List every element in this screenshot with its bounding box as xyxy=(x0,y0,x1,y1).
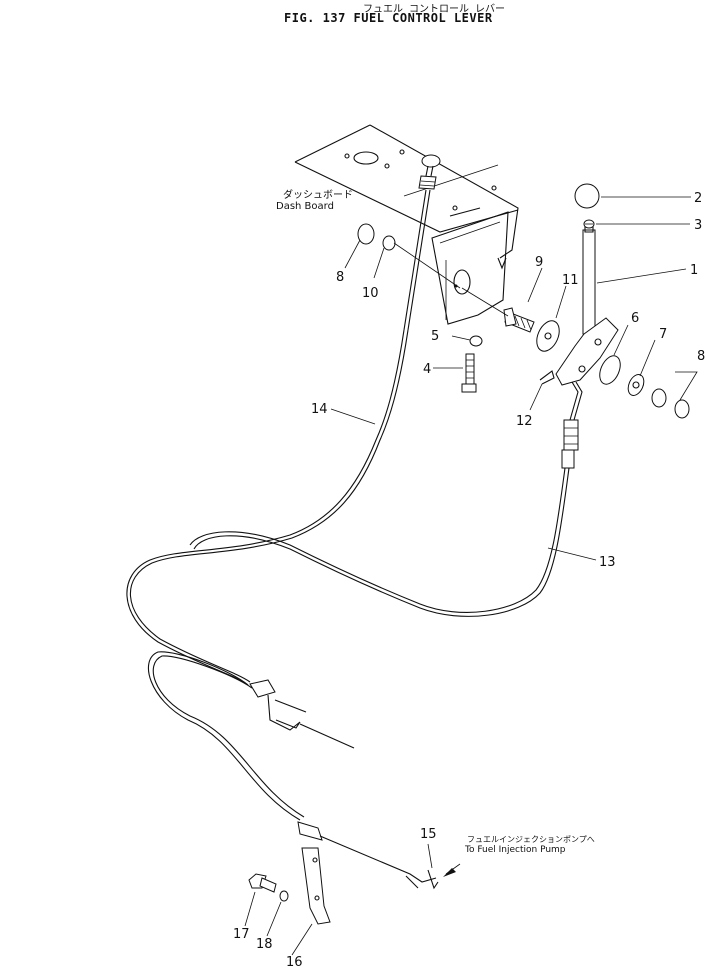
washer-10 xyxy=(382,235,396,251)
part-number-10: 10 xyxy=(362,286,379,301)
part-number-1: 1 xyxy=(690,263,698,278)
cable-14 xyxy=(126,189,431,686)
bolt-17 xyxy=(248,873,277,893)
cable-13 xyxy=(189,467,570,617)
pump-label-jp: フュエルインジェクションポンプへ xyxy=(467,835,595,844)
pivot-leader xyxy=(393,242,461,289)
part-number-4: 4 xyxy=(423,362,431,377)
part-number-11: 11 xyxy=(562,273,579,288)
cotter-pin xyxy=(539,370,555,385)
part-number-17: 17 xyxy=(233,927,250,942)
nut-8-bracket xyxy=(675,371,698,401)
part-number-13: 13 xyxy=(599,555,616,570)
lever-bracket xyxy=(431,211,509,325)
washer-7-hole xyxy=(632,381,640,389)
nut-8-left xyxy=(357,223,375,245)
friction-disc-11 xyxy=(536,320,560,352)
part-number-16: 16 xyxy=(286,955,303,968)
part-number-2: 2 xyxy=(694,191,702,206)
pump-label: To Fuel Injection Pump xyxy=(464,845,566,855)
leader-lines xyxy=(244,196,691,956)
cable-13-end xyxy=(561,381,583,469)
cable-to-pump xyxy=(148,651,305,821)
part-number-8-right: 8 xyxy=(697,349,705,364)
lever-nut xyxy=(583,219,595,229)
dash-board-label-jp: ダッシュボード xyxy=(283,188,353,201)
dash-board-label: Dash Board xyxy=(276,201,334,212)
nut-8-right xyxy=(651,388,690,419)
bolt-leader xyxy=(461,287,509,317)
friction-disc-6 xyxy=(599,355,621,385)
figure-title: FIG. 137 FUEL CONTROL LEVER xyxy=(284,11,493,25)
part-number-5: 5 xyxy=(431,329,439,344)
washer-7 xyxy=(627,374,645,396)
pump-bracket xyxy=(301,847,331,925)
part-number-14: 14 xyxy=(311,402,328,417)
washer-18 xyxy=(279,890,289,902)
part-number-3: 3 xyxy=(694,218,702,233)
lever-knob xyxy=(574,183,600,209)
throttle-knob xyxy=(418,154,441,190)
bolt-4 xyxy=(461,353,477,393)
pump-cable-end xyxy=(297,821,437,889)
lever-assembly xyxy=(555,224,619,386)
cable-clamp xyxy=(249,679,355,749)
part-number-7: 7 xyxy=(659,327,667,342)
part-number-8-left: 8 xyxy=(336,270,344,285)
part-number-15: 15 xyxy=(420,827,437,842)
friction-disc-11-hole xyxy=(544,332,552,340)
nut-5 xyxy=(469,335,483,347)
bolt-9 xyxy=(503,307,535,333)
part-number-6: 6 xyxy=(631,311,639,326)
part-number-12: 12 xyxy=(516,414,533,429)
part-number-9: 9 xyxy=(535,255,543,270)
part-number-18: 18 xyxy=(256,937,273,952)
title-japanese: フュエル コントロール レバー xyxy=(363,3,505,15)
pump-connection-pin xyxy=(427,869,439,890)
pump-arrow-head xyxy=(443,868,456,877)
